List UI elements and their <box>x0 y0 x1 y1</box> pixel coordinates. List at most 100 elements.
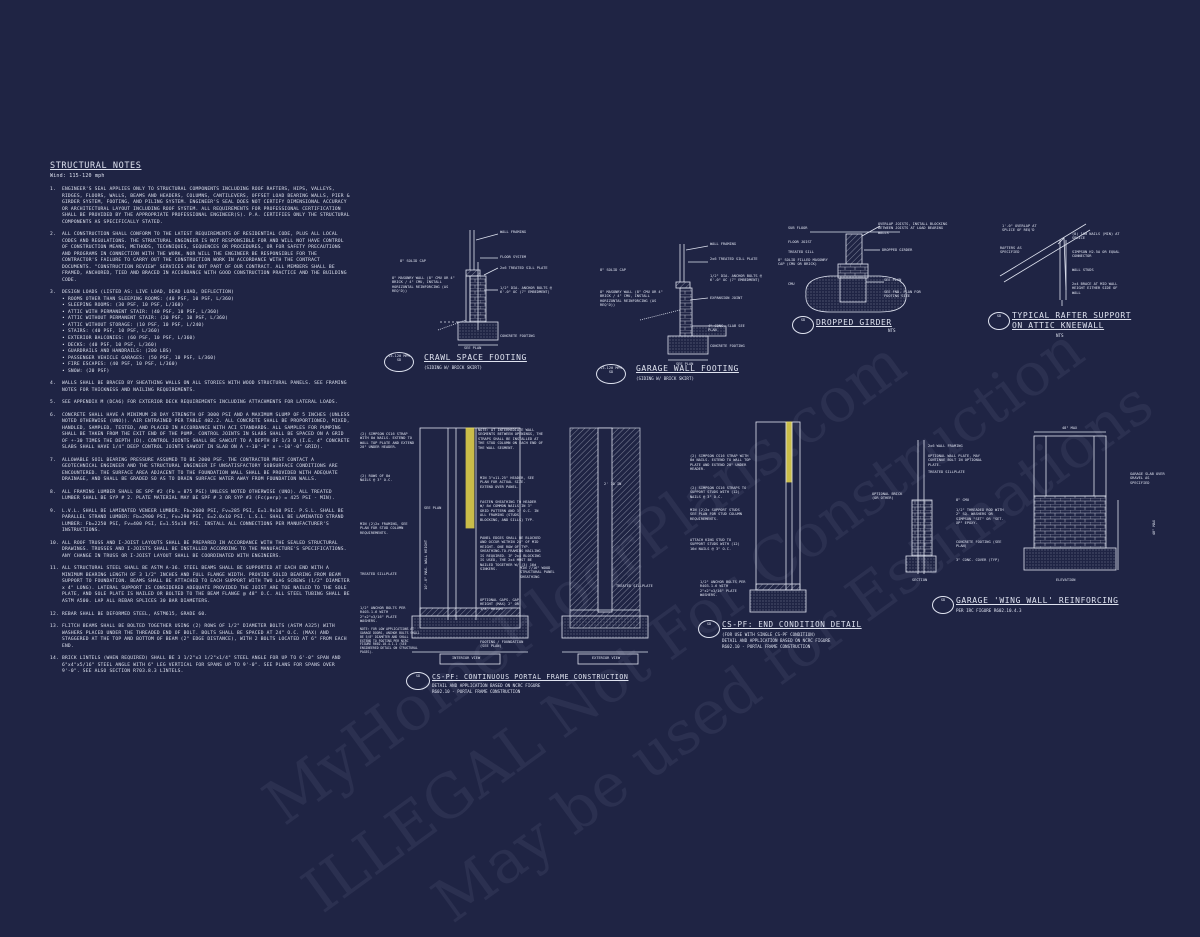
note-text: ALL CONSTRUCTION SHALL CONFORM TO THE LA… <box>62 232 347 283</box>
portal-label-note-intermediate: NOTE: AT INTERMEDIATE WALL SEGMENTS BETW… <box>478 428 543 450</box>
note-item: 8. ALL FRAMING LUMBER SHALL BE SPF #2 (Fb… <box>50 490 350 503</box>
note-number: 11. <box>50 566 59 572</box>
endcond-detail-title: CS-PF: END CONDITION DETAIL <box>722 620 862 629</box>
portal-label-fasten: FASTEN SHEATHING TO HEADER W/ 8d COMMON … <box>480 500 539 522</box>
crawl-label-floor: FLOOR SYSTEM <box>500 255 526 259</box>
load-item: • GUARDRAILS AND HANDRAILS: (200 LBS) <box>62 349 172 355</box>
rafter-detail-subtitle: NTS <box>1056 333 1064 338</box>
girder-detail-bubble: SD <box>792 316 814 334</box>
wing-label-sill: TREATED SILLPLATE <box>928 470 965 474</box>
load-item: • STAIRS: (40 PSF, 10 PSF, L/360) <box>62 329 160 335</box>
garage-detail-subtitle: (SIDING W/ BRICK SKIRT) <box>636 376 694 381</box>
portal-label-dimension: 2' 10 IN <box>604 482 622 486</box>
garage-label-anchor: 1/2" DIA. ANCHOR BOLTS @ 6'-0" OC (7" EM… <box>710 274 762 283</box>
note-text: ALLOWABLE SOIL BEARING PRESSURE ASSUMED … <box>62 457 338 483</box>
portal-detail-title: CS-PF: CONTINUOUS PORTAL FRAME CONSTRUCT… <box>432 673 629 681</box>
note-text: ALL ROOF TRUSS AND I-JOIST LAYOUTS SHALL… <box>62 540 347 559</box>
load-item: • ATTIC WITH PERMANENT STAIR: (40 PSF, 1… <box>62 309 220 315</box>
load-item: • ATTIC WITHOUT STORAGE: (10 PSF, 10 PSF… <box>62 322 205 328</box>
endcond-detail-subtitle-3: R602.10 - PORTAL FRAME CONSTRUCTION <box>722 644 811 649</box>
portal-label-wall-height: 10'-0" MAX. WALL HEIGHT <box>424 540 428 590</box>
garage-label-expansion: EXPANSION JOINT <box>710 296 743 300</box>
load-item: • SNOW: (20 PSF) <box>62 368 110 374</box>
portal-label-sill-ext: TREATED SILLPLATE <box>616 584 653 588</box>
endcond-detail-subtitle-1: (FOR USE WITH SINGLE CS-PF CONDITION) <box>722 632 816 637</box>
portal-frame-interior-drawing <box>411 427 529 665</box>
portal-label-footing: FOOTING / FOUNDATION (SEE PLAN) <box>480 640 524 649</box>
endcond-detail-subtitle-2: DETAIL AND APPLICATION BASED ON NCRC FIG… <box>722 638 831 643</box>
girder-label-cap: 8" SOLID FILLED MASONRY CAP (CMU OR BRIC… <box>778 258 828 267</box>
note-text: DESIGN LOADS (LISTED AS: LIVE LOAD, DEAD… <box>62 290 350 375</box>
girder-label-fnd: SEE FND. PLAN FOR FOOTING SIZE <box>884 290 921 299</box>
wing-label-height: 48" MAX <box>1152 520 1156 536</box>
portal-label-see-plan: SEE PLAN <box>424 506 442 510</box>
wing-elevation-label: ELEVATION <box>1056 578 1076 582</box>
girder-detail-scale: NTS <box>888 328 896 333</box>
endcond-label-king-stud: ATTACH KING STUD TO SUPPORT STUDS WITH (… <box>690 538 740 551</box>
crawl-detail-title: CRAWL SPACE FOOTING <box>424 353 527 362</box>
wing-label-cover: 3" CONC. COVER (TYP) <box>956 558 1000 562</box>
endcond-label-support-studs: MIN (2)2x SUPPORT STUDS SEE PLAN FOR STU… <box>690 508 742 521</box>
notes-subtitle: Wind: 115-120 mph <box>50 173 105 180</box>
portal-detail-bubble: SD <box>406 672 430 690</box>
garage-label-footing: CONCRETE FOOTING <box>710 344 745 348</box>
note-number: 10. <box>50 540 59 546</box>
note-item: 6. CONCRETE SHALL HAVE A MINIMUM 28 DAY S… <box>50 413 350 452</box>
notes-title: STRUCTURAL NOTES <box>50 161 142 171</box>
endcond-label-anchor: 1/2" ANCHOR BOLTS PER R403.1.6 WITH 2"x2… <box>700 580 746 598</box>
wing-section-label: SECTION <box>912 578 928 582</box>
portal-frame-exterior-drawing <box>561 427 649 665</box>
wing-label-brick: OPTIONAL BRICK (OR OTHER) <box>872 492 903 501</box>
girder-label-see-plan: SEE PLAN <box>884 278 902 282</box>
note-text: CONCRETE SHALL HAVE A MINIMUM 28 DAY STR… <box>62 412 350 451</box>
garage-label-sill: 2x6 TREATED SILL PLATE <box>710 257 758 261</box>
girder-label-cmu: CMU <box>788 282 795 286</box>
girder-label-joist: FLOOR JOIST <box>788 240 812 244</box>
note-number: 5. <box>50 400 56 406</box>
note-number: 12. <box>50 611 59 617</box>
note-number: 1. <box>50 187 56 193</box>
garage-detail-title: GARAGE WALL FOOTING <box>636 364 739 373</box>
crawl-label-cap: 8" SOLID CAP <box>400 259 426 263</box>
load-item: • SLEEPING ROOMS: (30 PSF, 10 PSF, L/360… <box>62 303 184 309</box>
rafter-detail-bubble: SD <box>988 312 1010 330</box>
structural-notes: STRUCTURAL NOTES Wind: 115-120 mph 1. ENG… <box>50 160 350 682</box>
note-item: 2.ALL CONSTRUCTION SHALL CONFORM TO THE … <box>50 232 350 284</box>
endcond-detail-bubble: SD <box>698 620 720 638</box>
note-text: ALL FRAMING LUMBER SHALL BE SPF #2 (Fb =… <box>62 489 335 502</box>
portal-exterior-view-label: EXTERIOR VIEW <box>592 656 621 660</box>
wing-detail-bubble: SD <box>932 596 954 614</box>
note-item: 14.BRICK LINTELS (WHEN REQUIRED) SHALL B… <box>50 656 350 676</box>
load-item: • EXTERIOR BALCONIES: (60 PSF, 10 PSF, L… <box>62 335 196 341</box>
garage-wing-wall-drawing <box>905 431 1119 574</box>
portal-detail-subtitle-1: DETAIL AND APPLICATION BASED ON NCRC FIG… <box>432 683 541 688</box>
note-number: 13. <box>50 624 59 630</box>
note-item: 11.ALL STRUCTURAL STEEL SHALL BE ASTM A-… <box>50 566 350 605</box>
dropped-girder-drawing <box>805 225 907 313</box>
note-number: 6. <box>50 412 56 418</box>
girder-label-girder: DROPPED GIRDER <box>882 248 913 252</box>
wing-label-framing: 2x6 WALL FRAMING <box>928 444 963 448</box>
portal-label-anchor: 1/2" ANCHOR BOLTS PER R403.1.6 WITH 2"x2… <box>360 606 406 624</box>
note-text: L.V.L. SHALL BE LAMINATED VENEER LUMBER:… <box>62 508 344 534</box>
crawl-space-footing-drawing <box>437 230 499 346</box>
portal-label-note-garage: NOTE: FOR LOW APPLICATIONS AT GARAGE DOO… <box>360 627 420 655</box>
rafter-label-nails: (8) 10d NAILS (MIN) AT SPLICE <box>1072 232 1120 241</box>
note-number: 8. <box>50 489 56 495</box>
note-item: 5.SEE APPENDIX M (DCA6) FOR EXTERIOR DEC… <box>50 400 350 407</box>
endcond-label-straps: (2) SIMPSON CS16 STRAPS TO SUPPORT STUDS… <box>690 486 747 499</box>
wing-label-slab: GARAGE SLAB OVER GRAVEL AS SPECIFIED <box>1130 472 1165 485</box>
portal-label-sheathing: MIN 7/16" WOOD STRUCTURAL PANEL SHEATHIN… <box>520 566 555 579</box>
note-item: 3. DESIGN LOADS (LISTED AS: LIVE LOAD, D… <box>50 290 350 375</box>
wing-label-footing: CONCRETE FOOTING (SEE PLAN) <box>956 540 1002 549</box>
note-text: ENGINEER'S SEAL APPLIES ONLY TO STRUCTUR… <box>62 187 350 225</box>
wing-label-rod: 1/2" THREADED ROD WITH 2" SQ. WASHERS OR… <box>956 508 1004 526</box>
note-item: 10.ALL ROOF TRUSS AND I-JOIST LAYOUTS SH… <box>50 541 350 561</box>
note-item: 9.L.V.L. SHALL BE LAMINATED VENEER LUMBE… <box>50 509 350 535</box>
blueprint-sheet: MyHomeFloorPlans.com ILLEGAL Not For Con… <box>50 160 1166 937</box>
rafter-label-rafters: RAFTERS AS SPECIFIED <box>1000 246 1022 255</box>
end-condition-drawing <box>749 421 807 613</box>
note-text: BRICK LINTELS (WHEN REQUIRED) SHALL BE 3… <box>62 656 341 675</box>
